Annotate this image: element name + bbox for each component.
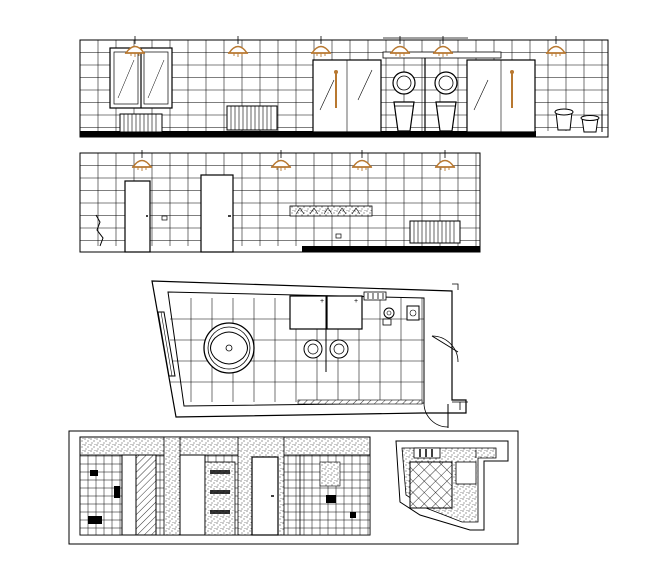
washbasin-icon — [434, 71, 458, 132]
mosaic-band — [289, 205, 373, 217]
elevation-2 — [79, 152, 481, 253]
radiator-icon — [409, 220, 461, 244]
pendant-lamp-icon — [131, 150, 153, 171]
svg-text:+: + — [320, 298, 324, 305]
door-panel — [179, 454, 206, 536]
radiator-icon — [226, 105, 278, 131]
pendant-lamp-icon — [310, 36, 332, 57]
radiator-icon — [119, 113, 163, 133]
bathtub-icon — [203, 322, 255, 374]
pendant-lamp-icon — [545, 36, 567, 57]
towel-rack-icon — [363, 291, 387, 301]
socket-plate — [335, 233, 342, 239]
svg-text:+: + — [354, 298, 358, 305]
door-icon — [251, 456, 279, 536]
pendant-lamp-icon — [124, 36, 146, 57]
door-panel — [121, 454, 137, 536]
threshold-strip — [297, 399, 423, 405]
shower-glass-icon — [312, 59, 382, 133]
elevation-1 — [79, 39, 609, 138]
pendant-lamps — [124, 36, 567, 171]
door-icon — [423, 335, 459, 428]
window-icon — [109, 47, 173, 109]
pendant-lamp-icon — [351, 150, 373, 171]
switch-plate — [161, 215, 168, 221]
pendant-lamp-icon — [434, 150, 456, 171]
pendant-lamp-icon — [432, 36, 454, 57]
key-plan — [395, 440, 509, 531]
pendant-lamp-icon — [389, 36, 411, 57]
pendant-lamp-icon — [270, 150, 292, 171]
toilet-icon — [554, 108, 574, 131]
floor-plan: + + — [151, 280, 468, 428]
door-icon — [124, 180, 151, 253]
bidet-icon — [580, 110, 603, 133]
floor-strip — [80, 131, 536, 137]
bidet-icon — [406, 305, 420, 321]
floor-strip — [302, 246, 480, 252]
door-icon — [200, 174, 234, 253]
shower-tray-icon: + + — [289, 295, 363, 330]
window-icon — [157, 311, 176, 377]
pendant-lamp-icon — [227, 36, 249, 57]
floor-pattern — [409, 461, 453, 509]
washbasin-icon — [392, 71, 416, 132]
hatched-wall — [135, 454, 157, 536]
shower-glass-icon — [466, 59, 536, 133]
washbasin-icon — [303, 339, 349, 359]
toilet-icon — [383, 307, 395, 319]
